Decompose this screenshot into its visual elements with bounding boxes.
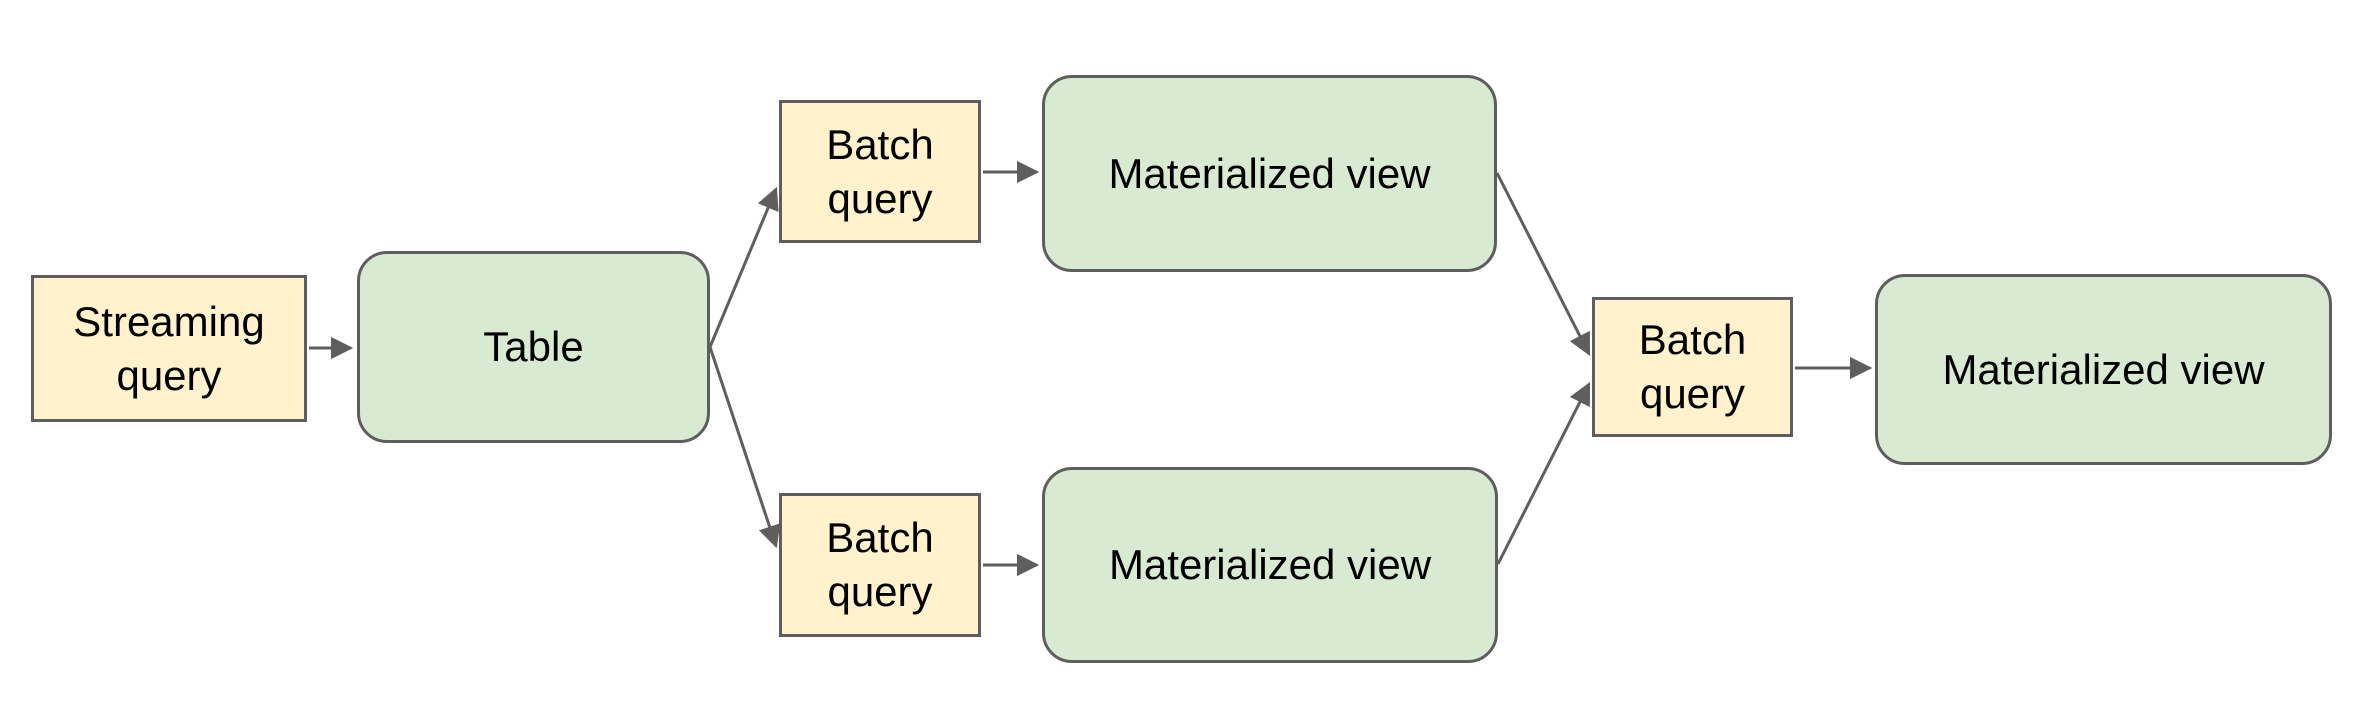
- edge-table-to-batch-query-bottom: [708, 346, 781, 549]
- node-materialized-view-right-label: Materialized view: [1942, 345, 2265, 393]
- node-materialized-view-top-label: Materialized view: [1108, 149, 1431, 197]
- edge-materialized-view-top-to-batch-query-right: [1495, 172, 1591, 357]
- node-batch-query-bottom-label: Batch query: [826, 514, 934, 615]
- node-table-label: Table: [483, 323, 584, 371]
- edge-materialized-view-bottom-to-batch-query-right: [1496, 381, 1591, 565]
- node-batch-query-top: Batch query: [779, 100, 981, 243]
- node-streaming-query: Streaming query: [31, 275, 307, 422]
- node-batch-query-right-label: Batch query: [1638, 316, 1747, 417]
- node-table: Table: [357, 251, 710, 443]
- node-batch-query-bottom: Batch query: [779, 493, 981, 637]
- node-batch-query-right: Batch query: [1592, 297, 1793, 437]
- node-streaming-query-label: Streaming query: [73, 297, 265, 399]
- node-materialized-view-bottom-label: Materialized view: [1108, 541, 1432, 589]
- node-materialized-view-top: Materialized view: [1042, 75, 1497, 272]
- node-materialized-view-bottom: Materialized view: [1042, 467, 1498, 663]
- node-materialized-view-right: Materialized view: [1875, 274, 2332, 465]
- node-batch-query-top-label: Batch query: [826, 120, 934, 222]
- edge-table-to-batch-query-top: [708, 186, 779, 348]
